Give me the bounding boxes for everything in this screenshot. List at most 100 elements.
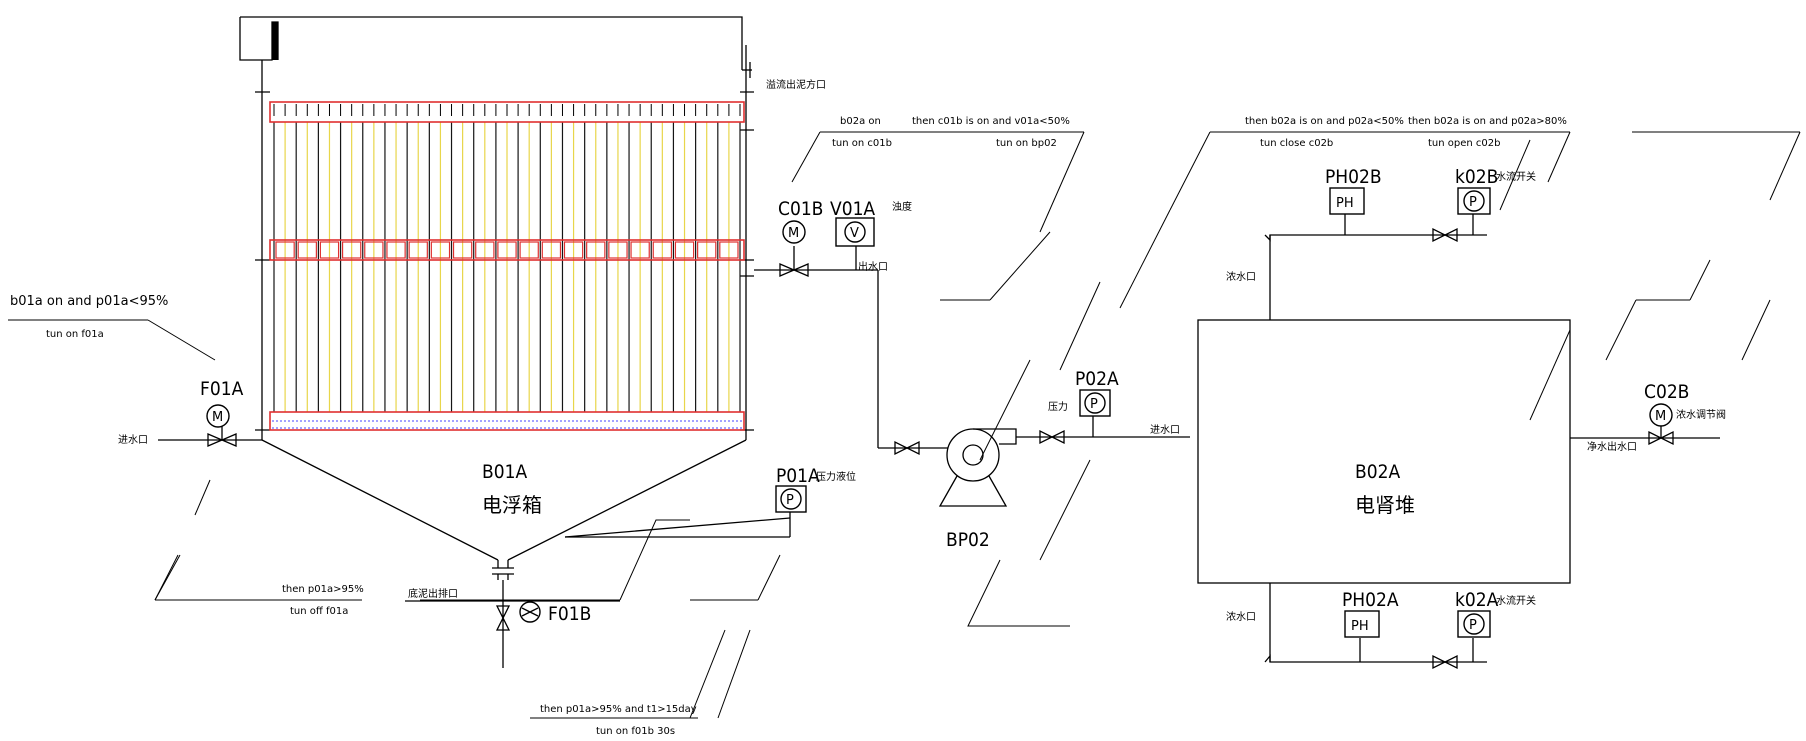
- concentrate-top-line: [1264, 214, 1487, 320]
- plate-mid-cell: [386, 241, 406, 259]
- c02b-motor-icon[interactable]: M: [1649, 403, 1673, 427]
- plate-mid-cell: [519, 241, 539, 259]
- c02b-tag: C02B: [1644, 381, 1689, 403]
- svg-text:V: V: [850, 226, 859, 241]
- stack-inlet-label: 进水口: [1150, 424, 1180, 436]
- stack-name-label: 电肾堆: [1355, 493, 1415, 517]
- plate-mid-cell: [630, 241, 650, 259]
- pump-id-label: BP02: [946, 529, 990, 551]
- plate-header-top: [269, 101, 745, 123]
- connector-lines: [154, 131, 1801, 719]
- plate-mid-cell: [674, 241, 695, 259]
- tank-b01a[interactable]: [239, 16, 791, 580]
- k02a-tag: k02A: [1455, 589, 1499, 611]
- ph02a-tag: PH02A: [1342, 589, 1399, 611]
- svg-text:tun open c02b: tun open c02b: [1428, 138, 1500, 149]
- f01b-tag: F01B: [548, 603, 591, 625]
- svg-text:tun close c02b: tun close c02b: [1260, 138, 1333, 149]
- c02b-label: 浓水调节阀: [1676, 408, 1726, 421]
- inlet-line: [158, 426, 262, 447]
- k02a-label: 水流开关: [1496, 594, 1536, 607]
- svg-text:PH: PH: [1336, 196, 1354, 211]
- p02a-tag: P02A: [1075, 368, 1119, 390]
- svg-text:PH: PH: [1351, 619, 1369, 634]
- tank-top-frame: [239, 16, 743, 61]
- p02a-label: 压力: [1048, 400, 1068, 413]
- turbidity-label: 浊度: [892, 200, 912, 213]
- plate-header-mid: [269, 239, 745, 261]
- plate-mid-cell: [719, 241, 739, 259]
- rule-4: b02a on tun on c01b: [791, 116, 1084, 183]
- p01a-line: [564, 517, 791, 538]
- clean-outlet-label: 净水出水口: [1587, 440, 1637, 453]
- plate-mid-cell: [497, 241, 517, 259]
- plate-mid-cells: [275, 241, 739, 259]
- v01a-tag: V01A: [830, 198, 875, 220]
- sludge-line: [405, 580, 620, 668]
- rule-3: then p01a>95% and t1>15day tun on f01b 3…: [530, 704, 698, 737]
- p02a-pressure-icon[interactable]: P: [1079, 389, 1111, 417]
- p01a-pressure-icon[interactable]: P: [775, 485, 807, 513]
- plate-mid-cell: [697, 241, 717, 259]
- svg-text:M: M: [212, 410, 223, 425]
- k02a-switch-icon[interactable]: P: [1457, 610, 1491, 638]
- pump-bp02[interactable]: [938, 416, 1190, 507]
- lamella-plates: [273, 104, 741, 412]
- svg-text:then b02a is on and p02a<50%: then b02a is on and p02a<50%: [1245, 116, 1404, 127]
- sludge-port-label: 底泥出排口: [408, 587, 458, 600]
- stack-b02a[interactable]: [1197, 319, 1571, 584]
- rule-6: then b02a is on and p02a<50% tun close c…: [1210, 116, 1432, 149]
- p01a-label: 压力液位: [816, 470, 856, 483]
- ph02b-icon[interactable]: PH: [1329, 187, 1365, 215]
- tank-hopper: [261, 439, 747, 580]
- plate-mid-cell: [452, 241, 473, 259]
- rule-5: then c01b is on and v01a<50% tun on bp02: [912, 116, 1070, 149]
- svg-text:tun off f01a: tun off f01a: [290, 606, 348, 617]
- concentrate-bottom-label: 浓水口: [1226, 611, 1256, 623]
- plate-mid-cell: [275, 241, 295, 259]
- plate-mid-cell: [563, 241, 584, 259]
- svg-text:tun on bp02: tun on bp02: [996, 138, 1057, 149]
- plate-mid-cell: [319, 241, 340, 259]
- plate-mid-cell: [608, 241, 628, 259]
- rule-2: then p01a>95% tun off f01a: [154, 554, 364, 617]
- tank-id-label: B01A: [482, 461, 527, 483]
- k02b-label: 水流开关: [1496, 170, 1536, 183]
- v01a-turbidity-icon[interactable]: V: [835, 217, 875, 247]
- plate-mid-cell: [652, 241, 673, 259]
- svg-text:P: P: [1469, 195, 1477, 210]
- k02b-switch-icon[interactable]: P: [1457, 187, 1491, 215]
- concentrate-bottom-line: [1264, 583, 1487, 670]
- f01a-tag: F01A: [200, 378, 244, 400]
- outlet-port-label: 出水口: [858, 260, 888, 273]
- plate-mid-cell: [475, 241, 495, 259]
- svg-text:P: P: [786, 493, 794, 508]
- svg-text:tun on f01b 30s: tun on f01b 30s: [596, 726, 675, 737]
- c01b-motor-icon[interactable]: M: [782, 220, 806, 244]
- svg-text:b02a on: b02a on: [840, 116, 881, 127]
- plate-mid-cell: [297, 241, 317, 259]
- stack-id-label: B02A: [1355, 461, 1400, 483]
- svg-text:then c01b is on and v01a<50%: then c01b is on and v01a<50%: [912, 116, 1070, 127]
- svg-text:P: P: [1090, 397, 1098, 412]
- ph02a-icon[interactable]: PH: [1344, 610, 1380, 638]
- tank-name-label: 电浮箱: [482, 493, 542, 517]
- svg-text:then p01a>95% and t1>15day: then p01a>95% and t1>15day: [540, 704, 697, 715]
- ph02b-tag: PH02B: [1325, 166, 1382, 188]
- tank-left-wall: [255, 78, 270, 440]
- k02b-tag: k02B: [1455, 166, 1498, 188]
- plate-mid-cell: [541, 241, 562, 259]
- f01a-motor-icon[interactable]: M: [206, 404, 230, 428]
- f01b-valve-icon[interactable]: [519, 601, 541, 623]
- rule-1: b01a on and p01a<95% tun on f01a: [8, 294, 216, 361]
- c01b-tag: C01B: [778, 198, 823, 220]
- svg-text:M: M: [788, 226, 799, 241]
- svg-text:then p01a>95%: then p01a>95%: [282, 584, 364, 595]
- svg-text:tun on f01a: tun on f01a: [46, 329, 104, 340]
- inlet-port-label: 进水口: [118, 434, 148, 446]
- p01a-tag: P01A: [776, 465, 820, 487]
- tank-right-wall: [740, 78, 754, 440]
- svg-text:M: M: [1655, 409, 1666, 424]
- rule-7: then b02a is on and p02a>80% tun open c0…: [1408, 116, 1800, 183]
- svg-text:b01a on and p01a<95%: b01a on and p01a<95%: [10, 294, 168, 309]
